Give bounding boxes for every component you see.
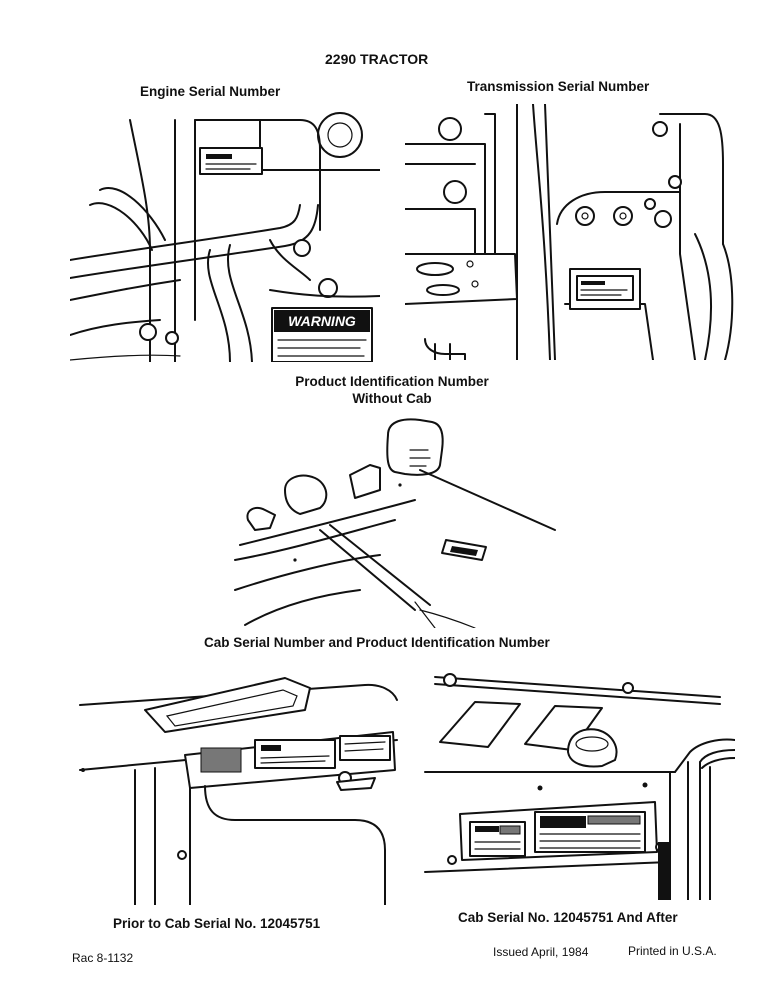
transmission-serial-caption: Transmission Serial Number bbox=[467, 79, 650, 94]
page-title: 2290 TRACTOR bbox=[325, 51, 429, 67]
cab-prior-illustration bbox=[75, 670, 400, 905]
footer-doc-number: Rac 8-1132 bbox=[72, 951, 134, 965]
cab-after-illustration bbox=[420, 672, 735, 900]
engine-serial-illustration: WARNING bbox=[70, 110, 380, 362]
warning-decal-text: WARNING bbox=[288, 313, 356, 329]
transmission-serial-illustration bbox=[405, 104, 735, 360]
cab-section-caption: Cab Serial Number and Product Identifica… bbox=[204, 635, 550, 650]
footer-printed: Printed in U.S.A. bbox=[628, 944, 717, 958]
pin-without-cab-caption: Product Identification Number Without Ca… bbox=[272, 373, 512, 407]
pin-without-cab-illustration bbox=[220, 410, 570, 628]
footer-issued-date: Issued April, 1984 bbox=[493, 945, 589, 959]
pin-caption-line2: Without Cab bbox=[352, 391, 432, 406]
cab-prior-caption: Prior to Cab Serial No. 12045751 bbox=[113, 916, 321, 931]
pin-caption-line1: Product Identification Number bbox=[295, 374, 489, 389]
cab-after-caption: Cab Serial No. 12045751 And After bbox=[458, 910, 678, 925]
engine-serial-caption: Engine Serial Number bbox=[140, 84, 281, 99]
